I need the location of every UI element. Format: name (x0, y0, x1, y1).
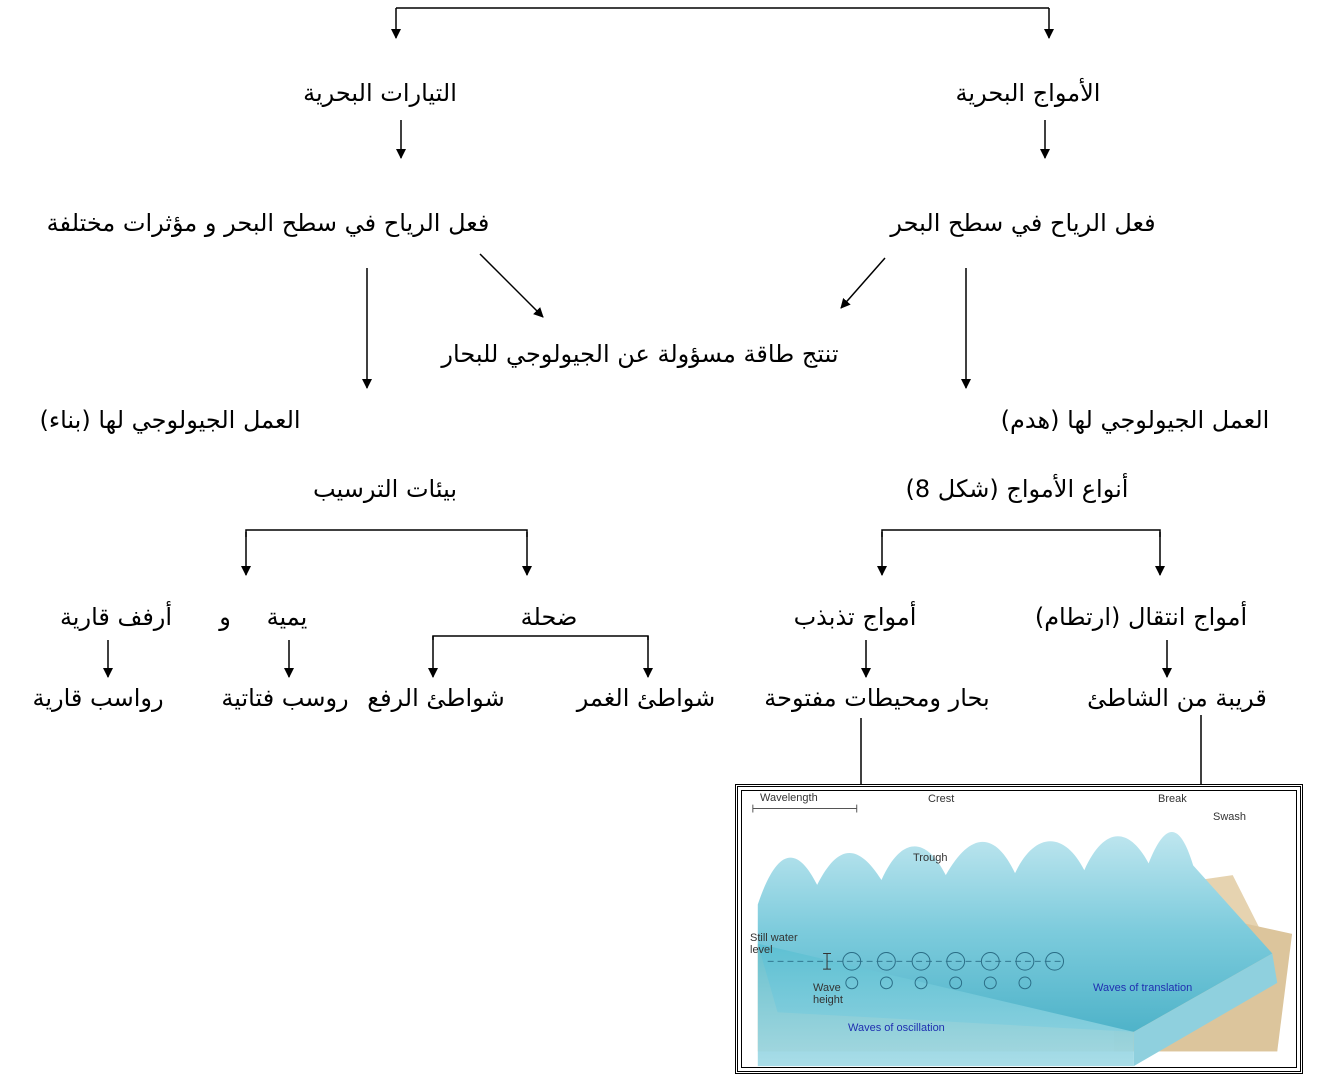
node-sea-waves: الأمواج البحرية (955, 79, 1101, 107)
label-waves-of-translation: Waves of translation (1093, 982, 1193, 994)
node-translation-waves: أمواج انتقال (ارتطام) (1034, 603, 1248, 631)
env-bracket (245, 529, 528, 537)
node-energy: تنتج طاقة مسؤولة عن الجيولوجي للبحار (441, 340, 839, 368)
node-currents-work: العمل الجيولوجي لها (بناء) (39, 406, 301, 434)
node-oscillation-waves: أمواج تذبذب (793, 603, 917, 631)
label-swash: Swash (1213, 811, 1247, 823)
label-waves-of-oscillation: Waves of oscillation (848, 1022, 945, 1034)
node-waves-work: العمل الجيولوجي لها (هدم) (1000, 406, 1270, 434)
arrow-currents-energy (479, 253, 544, 318)
node-currents-cause: فعل الرياح في سطح البحر و مؤثرات مختلفة (46, 209, 490, 237)
node-waves-cause: فعل الرياح في سطح البحر (890, 209, 1156, 237)
node-wave-types: أنواع الأمواج (شكل 8) (905, 475, 1129, 503)
types-bracket (881, 529, 1161, 537)
wave-types-figure: Wavelength Crest Break Swash Trough Stil… (735, 784, 1303, 1074)
node-marine: يمية (266, 603, 308, 631)
node-shallow: ضحلة (520, 603, 578, 631)
wave-block-illustration (752, 804, 1293, 1067)
label-break: Break (1158, 793, 1187, 805)
node-clastic-deposits: روسب فتاتية (221, 684, 349, 712)
node-continental-deposits: رواسب قارية (32, 684, 164, 712)
node-near-shore: قريبة من الشاطئ (1087, 684, 1267, 712)
node-submergence-shores: شواطئ الغمر (576, 684, 716, 712)
node-open-seas: بحار ومحيطات مفتوحة (764, 684, 990, 712)
node-continental-shelves: أرفف قارية (59, 603, 173, 631)
node-depositional-environments: بيئات الترسيب (312, 475, 458, 503)
label-still-water-level: Still water level (750, 932, 798, 956)
label-wavelength: Wavelength (760, 792, 818, 804)
label-crest: Crest (928, 793, 955, 805)
node-emergence-shores: شواطئ الرفع (367, 684, 505, 712)
arrow-waves-energy (840, 257, 886, 309)
label-trough: Trough (913, 852, 948, 864)
label-wave-height: Wave height (813, 982, 843, 1006)
node-sea-currents: التيارات البحرية (303, 79, 457, 107)
node-and: و (219, 603, 231, 631)
